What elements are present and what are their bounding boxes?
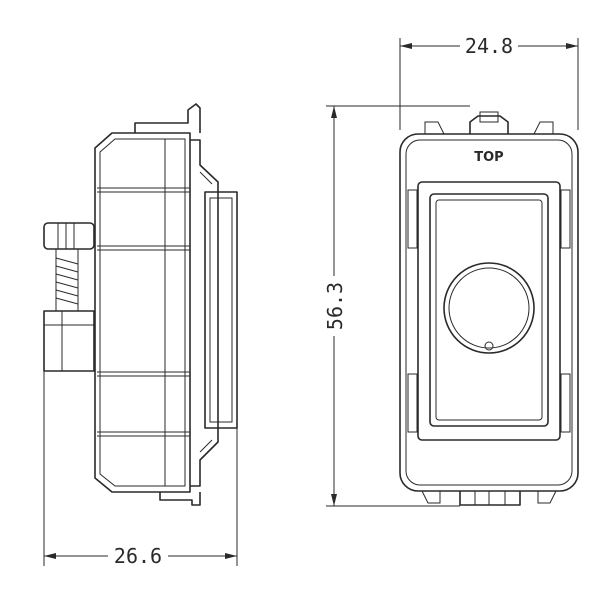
side-view [43, 103, 238, 506]
front-view: TOP [399, 111, 579, 506]
width-dimension-label: 24.8 [465, 34, 513, 58]
front-plate [190, 139, 219, 487]
bottom-terminals [459, 491, 521, 506]
terminal-screw [43, 222, 95, 372]
bottom-clip-tab [159, 492, 201, 506]
side-view-ribs [97, 187, 190, 437]
top-latch [469, 115, 509, 134]
height-dimension-label: 56.3 [323, 282, 347, 330]
side-view-body [94, 132, 191, 493]
width-dimension: 24.8 [399, 34, 579, 130]
depth-dimension-label: 26.6 [114, 544, 162, 568]
height-dimension: 56.3 [323, 105, 470, 507]
top-label: TOP [474, 150, 503, 165]
front-frame [399, 133, 579, 492]
dimmer-knob [443, 262, 535, 354]
rocker-panel [429, 193, 549, 427]
top-clip-tab [134, 103, 201, 133]
depth-dimension: 26.6 [43, 371, 238, 568]
